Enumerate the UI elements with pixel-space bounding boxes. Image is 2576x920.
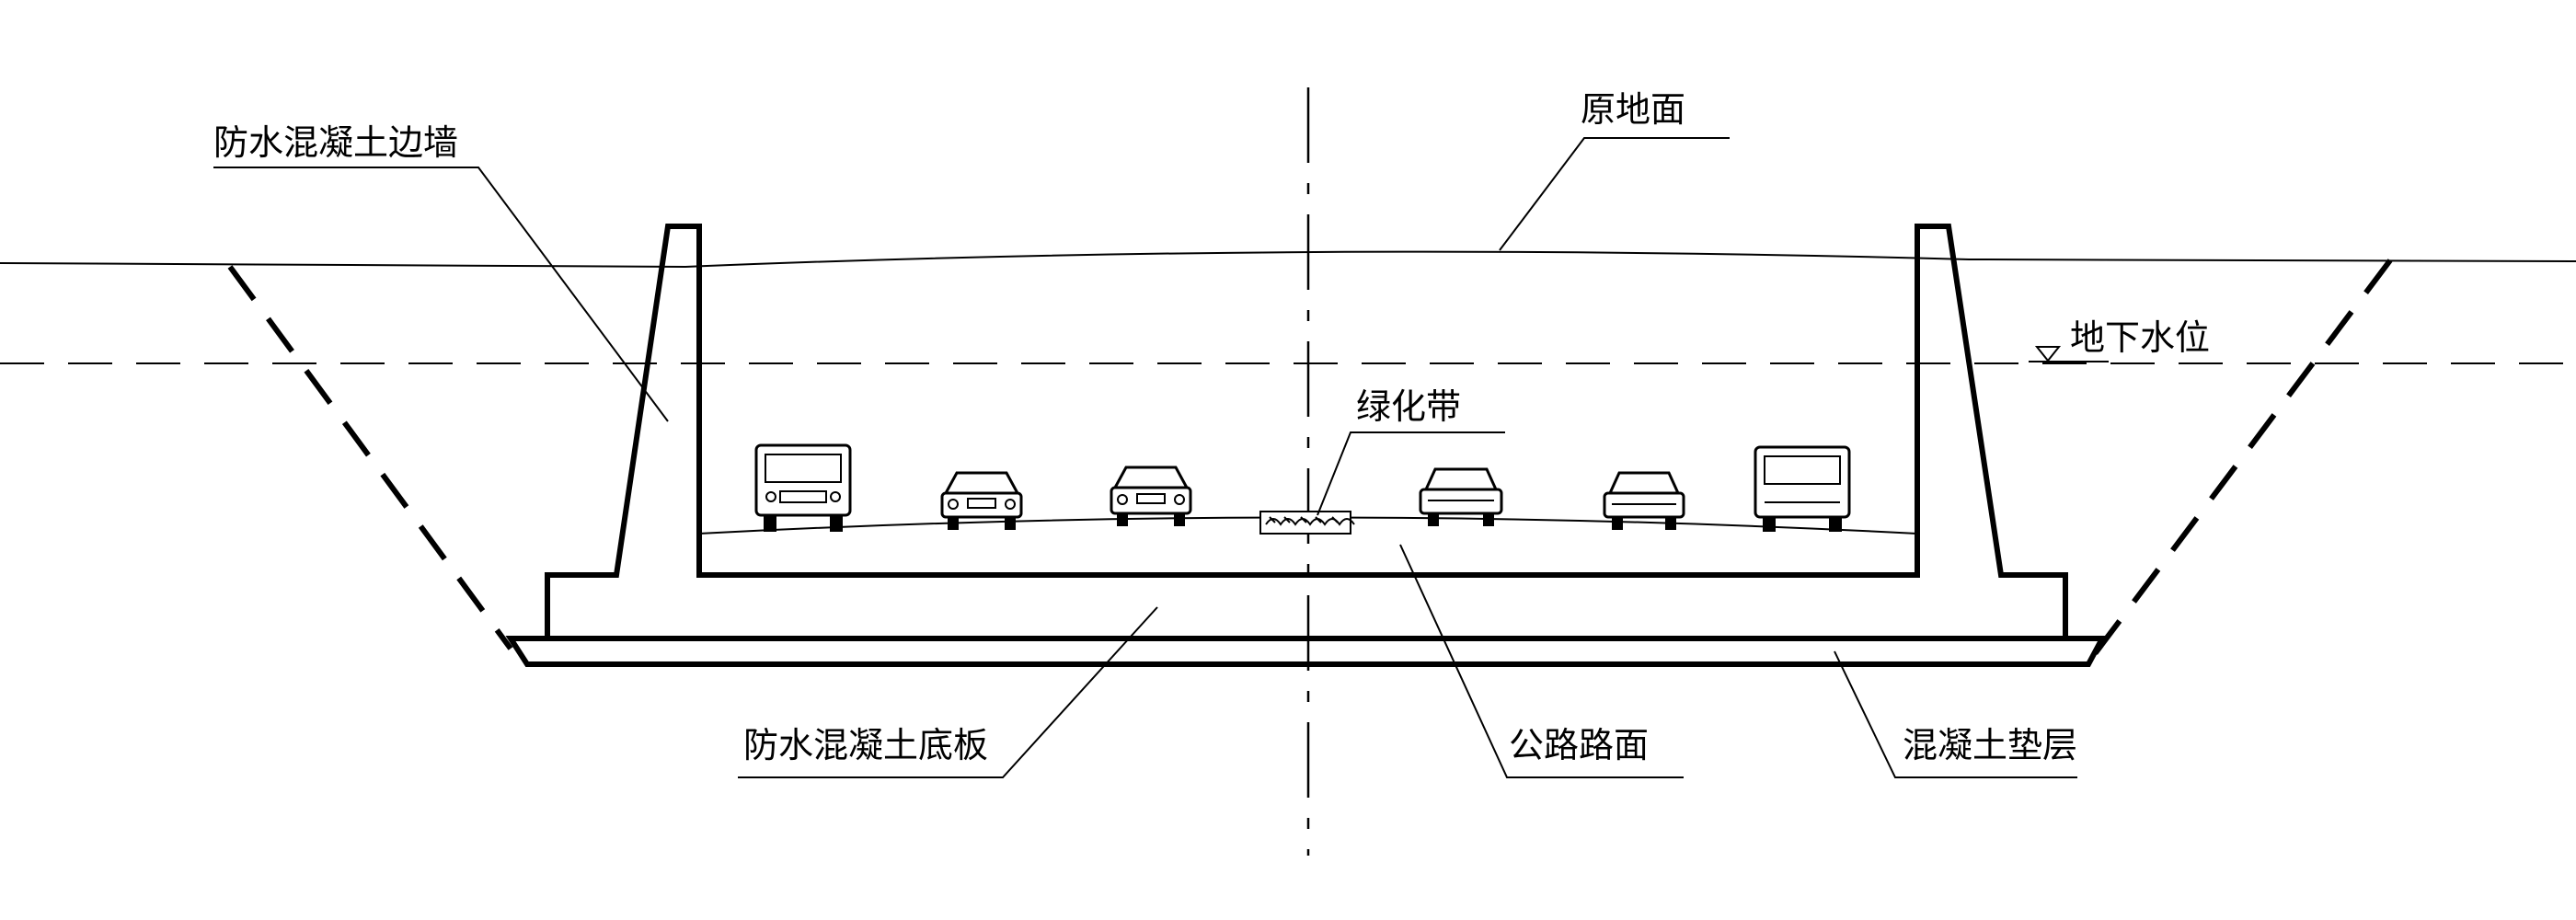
water-level-triangle-icon — [2034, 346, 2062, 362]
leader-side-wall — [213, 167, 669, 422]
original-ground-line — [0, 250, 2576, 269]
excavation-slope-right — [2086, 259, 2393, 664]
leader-original-ground — [1499, 137, 1730, 251]
bus-left — [754, 443, 852, 532]
label-base-slab: 防水混凝土底板 — [743, 725, 988, 765]
label-original-ground: 原地面 — [1581, 89, 1685, 130]
bus-right — [1754, 445, 1851, 532]
leader-cushion-layer — [1834, 650, 2077, 778]
green-belt — [1259, 511, 1355, 535]
u-trough-structure — [545, 224, 2068, 641]
concrete-cushion-layer — [505, 636, 2108, 667]
car-left-1 — [940, 471, 1023, 530]
car-left-2 — [1110, 466, 1192, 526]
label-groundwater-level: 地下水位 — [2070, 317, 2210, 358]
label-road-surface: 公路路面 — [1509, 725, 1649, 765]
label-side-wall: 防水混凝土边墙 — [213, 122, 458, 163]
leader-green-belt — [1317, 431, 1505, 516]
leader-base-slab — [738, 606, 1158, 778]
label-cushion-layer: 混凝土垫层 — [1903, 725, 2077, 765]
label-green-belt: 绿化带 — [1356, 386, 1461, 427]
car-right-2 — [1603, 471, 1685, 530]
car-right-1 — [1419, 467, 1503, 526]
excavation-slope-left — [227, 265, 513, 650]
leader-road-surface — [1399, 544, 1684, 778]
